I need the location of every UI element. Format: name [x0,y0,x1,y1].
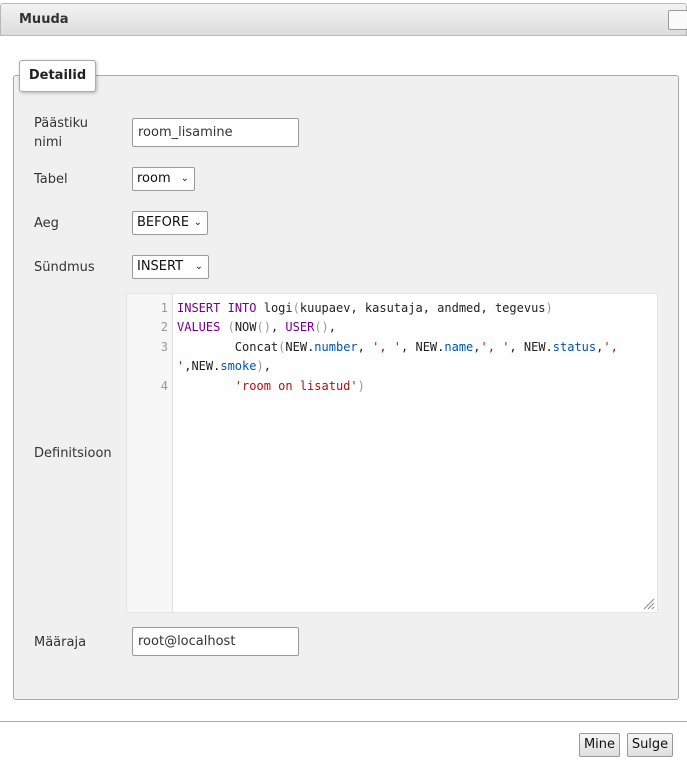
code-token: , NEW. [509,340,553,354]
event-label: Sündmus [34,260,95,275]
footer-divider [0,721,687,722]
line-number: 3 [160,340,168,354]
code-token: ', ' [480,340,510,354]
code-token: ', [603,340,618,354]
definition-code-editor[interactable]: 1 2 3 4 INSERT INTO logi(kuupaev, kasuta… [126,293,658,613]
definer-input[interactable]: root@localhost [132,627,299,656]
code-token: ', ' [372,340,402,354]
code-token: ( [278,340,286,354]
code-token: status [552,340,597,354]
code-token: smoke [220,359,257,373]
code-token: ( [227,320,235,334]
code-token: , [596,340,604,354]
code-token: ( [292,301,300,315]
code-token: ) [256,359,264,373]
event-select[interactable]: INSERT ⌄ [132,255,209,279]
table-label: Tabel [34,172,68,187]
code-line-3: Concat(NEW.number, ', ', NEW.name,', ', … [177,338,618,357]
definer-label: Määraja [34,635,87,650]
code-token: name [444,340,474,354]
dialog-titlebar[interactable]: Muuda [0,3,687,36]
code-token: Concat [234,340,279,354]
code-token: NOW [234,320,257,334]
chevron-down-icon: ⌄ [180,173,189,184]
code-token: () [256,320,271,334]
code-token: ) [545,301,553,315]
dialog-title: Muuda [19,12,69,27]
trigger-name-label: Päästiku nimi [34,116,89,150]
definition-label: Definitsioon [34,446,112,461]
close-button[interactable]: Sulge [627,733,673,757]
code-token: , [270,320,286,334]
code-line-3-wrap: ',NEW.smoke), [177,357,271,376]
code-token: , [263,359,271,373]
code-token: number [314,340,358,354]
code-token: , NEW. [401,340,445,354]
code-token: , [357,340,373,354]
code-line-4: 'room on lisatud') [177,377,365,396]
line-number-gutter: 1 2 3 4 [127,294,173,612]
line-number: 4 [160,379,168,393]
event-select-value: INSERT [137,259,184,274]
code-token: kuupaev, kasutaja, andmed, tegevus [299,301,546,315]
code-token: NEW. [285,340,315,354]
chevron-down-icon: ⌄ [194,261,203,272]
code-token: () [314,320,329,334]
code-token: USER [285,320,315,334]
code-token: logi [263,301,293,315]
chevron-down-icon: ⌄ [193,217,202,228]
line-number: 2 [160,320,168,334]
time-select[interactable]: BEFORE ⌄ [132,211,208,235]
code-line-2: VALUES (NOW(), USER(), [177,318,336,337]
go-button[interactable]: Mine [579,733,620,757]
time-select-value: BEFORE [137,215,190,230]
details-legend: Detailid [19,60,96,92]
code-token: VALUES [177,320,221,334]
code-line-1: INSERT INTO logi(kuupaev, kasutaja, andm… [177,299,553,318]
table-select[interactable]: room ⌄ [132,167,195,191]
code-token: 'room on lisatud' [234,379,358,393]
code-token: , [473,340,481,354]
line-number: 1 [160,301,168,315]
resize-handle-icon[interactable] [643,598,655,610]
maximize-icon[interactable] [668,10,687,30]
code-token: ,NEW. [184,359,221,373]
table-select-value: room [137,171,171,186]
code-token: ) [357,379,365,393]
trigger-name-input[interactable]: room_lisamine [132,118,299,147]
time-label: Aeg [34,216,59,231]
code-token: INTO [227,301,257,315]
code-token: , [328,320,337,334]
code-token: INSERT [177,301,221,315]
code-token: ' [177,359,185,373]
